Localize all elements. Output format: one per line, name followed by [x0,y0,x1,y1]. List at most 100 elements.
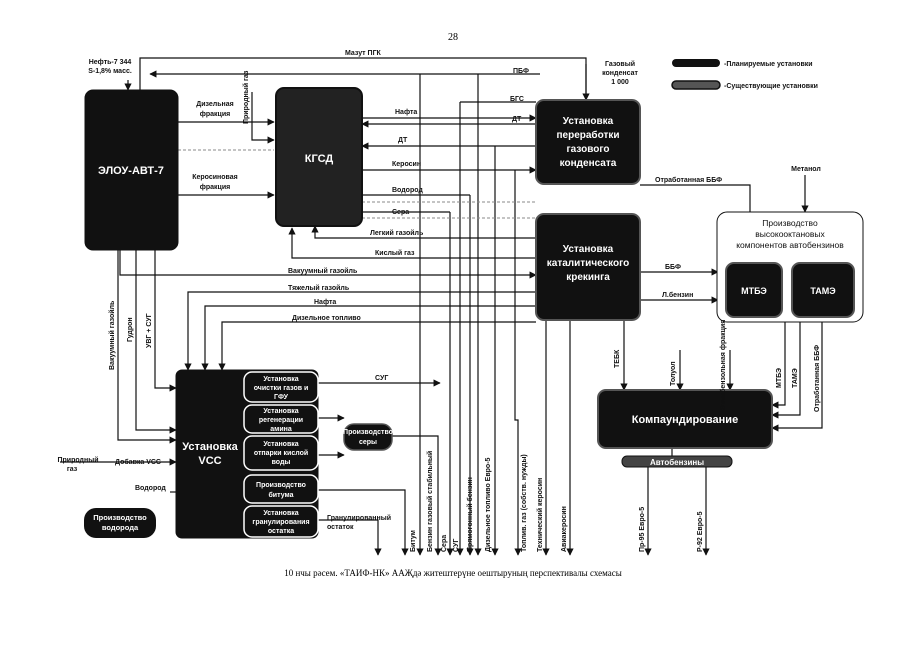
sulfur-label-1: Производство [343,429,393,436]
flow-kerosin-label: Керосин [392,161,421,168]
gas-clean-label-2: очистки газов и [254,385,309,392]
flow-vacuum-gasoil-vertical-label: Вакуумный газойль [108,300,116,370]
flow-spent-bbf-vertical-label: Отработанная ББФ [813,345,821,412]
bitumen-label-1: Производство [256,482,306,489]
octane-label-3: компонентов автобензинов [736,240,844,250]
granul-label-2: гранулирования [252,519,309,526]
unit-autobenzines: Автобензины [621,455,733,468]
flow-sera-label: Сера [392,209,409,216]
flow-diesel-frac-2: фракция [200,111,231,118]
flow-uvg-sug-label: УВГ + СУГ [146,313,153,348]
unit-bitumen [243,474,319,504]
gas-clean-label-1: Установка [263,376,298,383]
gas-cond-label-2: переработки [556,129,619,141]
gas-cond-label-1: Установка [563,116,614,127]
legend: -Планируемые установки -Существующие уст… [671,59,818,90]
secondary-lines [178,149,536,219]
flow-kerosene-frac-1: Керосиновая [192,174,238,181]
unit-gas-condensate: Установка переработки газового конденсат… [535,99,641,185]
flow-diesel-frac-1: Дизельная [196,101,234,108]
unit-gas-cleaning [243,371,319,403]
flow-natural-gas-vertical: Природный газ [242,70,250,124]
flow-vacuum-gasoil-label: Вакуумный газойль [288,267,358,275]
unit-kgsd: КГСД [275,87,363,227]
product-r92: Р-92 Евро-5 [697,511,704,552]
amine-label-3: амина [270,426,292,433]
flow-heavy-gasoil-label: Тяжелый газойль [288,284,350,292]
flow-sug-label: СУГ [375,375,388,382]
flow-nafta2-label: Нафта [314,299,336,306]
figure-caption: 10 нчы рәсем. «ТАИФ-НК» ААҖдә житештерүн… [284,568,622,578]
flow-lines [60,57,823,556]
flow-vodorod-label: Водород [392,187,423,194]
methanol-label: Метанол [791,166,821,173]
granul-label-3: остатка [268,528,294,535]
unit-vcc: Установка VCC Установка очистки газов и … [175,369,319,539]
unit-sour-water [243,435,319,471]
legend-existing-label: -Существующие установки [724,83,818,90]
page-number: 28 [448,32,458,43]
product-avia-kerosene: Авиакеросин [561,506,568,552]
cat-label-1: Установка [563,244,614,255]
flow-l-benzin-label: Л.бензин [662,291,693,299]
flow-ethylbenzene-label: Этилбензольная фракция [719,320,727,410]
flow-mtbe-vertical-label: МТБЭ [776,368,783,388]
flow-diesel-fuel-label: Дизельное топливо [292,315,361,322]
gas-clean-label-3: ГФУ [274,394,289,401]
flow-light-gasoil-label: Легкий газойль [370,229,424,237]
unit-hydrogen: Производство водорода [84,508,156,538]
granul-label-1: Установка [263,510,298,517]
condensate-label-2: конденсат [602,70,638,77]
unit-sulfur: Производство серы [343,423,393,451]
oil-input-label-2: S-1,8% масс. [88,68,132,75]
sour-label-2: отпарки кислой [254,449,308,457]
product-diesel-euro5: Дизельное топливо Евро-5 [485,457,492,552]
compounding-label: Компаундирование [632,414,738,426]
bitumen-label-2: битума [268,491,293,499]
product-fuel-gas: Топлив. газ (собств. нужды) [520,454,528,552]
natural-gas-label-1: Природный [57,456,98,464]
tame-label: ТАМЭ [810,286,836,296]
unit-high-octane: Производство высокооктановых компонентов… [716,211,864,323]
mtbe-label: МТБЭ [741,286,767,296]
flow-tame-vertical-label: ТАМЭ [792,368,799,388]
flow-gudron-label: Гудрон [127,317,134,342]
gas-cond-label-4: конденсата [560,158,617,169]
amine-label-1: Установка [263,408,298,415]
kgsd-label: КГСД [305,153,334,165]
flow-pbf-label: ПБФ [513,68,529,75]
condensate-label-1: Газовый [605,60,635,68]
flow-granulated-label-1: Гранулированный [327,514,391,522]
legend-planned-swatch [672,59,720,67]
flow-dt-label: ДТ [398,137,408,144]
sour-label-1: Установка [263,441,298,448]
product-straight-run-benzine: Прямогонный бензин [466,477,474,552]
unit-amine-regeneration [243,404,319,434]
product-sug: СУГ [453,539,460,552]
flow-tebk-label: ТЕБК [614,349,621,368]
sulfur-label-2: серы [359,439,377,446]
autobenzine-label: Автобензины [650,458,704,467]
flow-nafta-label: Нафта [395,109,417,116]
sour-label-3: воды [272,459,291,466]
elou-label: ЭЛОУ-АВТ-7 [98,165,164,177]
gas-cond-label-3: газового [567,144,610,155]
vcc-additive-label: Добавка VCC [115,458,161,466]
unit-mtbe [725,262,783,318]
octane-label-1: Производство [762,218,818,228]
vcc-label-2: VCC [198,455,221,467]
unit-granulation [243,505,319,538]
vcc-label-1: Установка [182,441,238,453]
product-sulfur: Сера [441,535,448,552]
product-pr95: Пр-95 Евро-5 [639,507,646,552]
product-technical-kerosene: Технический керосин [536,478,544,552]
unit-catalytic-cracking: Установка каталитического крекинга [535,213,641,321]
natural-gas-label-2: газ [67,466,78,473]
product-stable-gas-benzine: Бензин газовый стабильный [426,451,434,552]
condensate-label-3: 1 000 [611,79,629,86]
unit-tame [791,262,855,318]
octane-label-2: высокооктановых [755,229,825,239]
flow-spent-bbf-label: Отработанная ББФ [655,176,722,184]
